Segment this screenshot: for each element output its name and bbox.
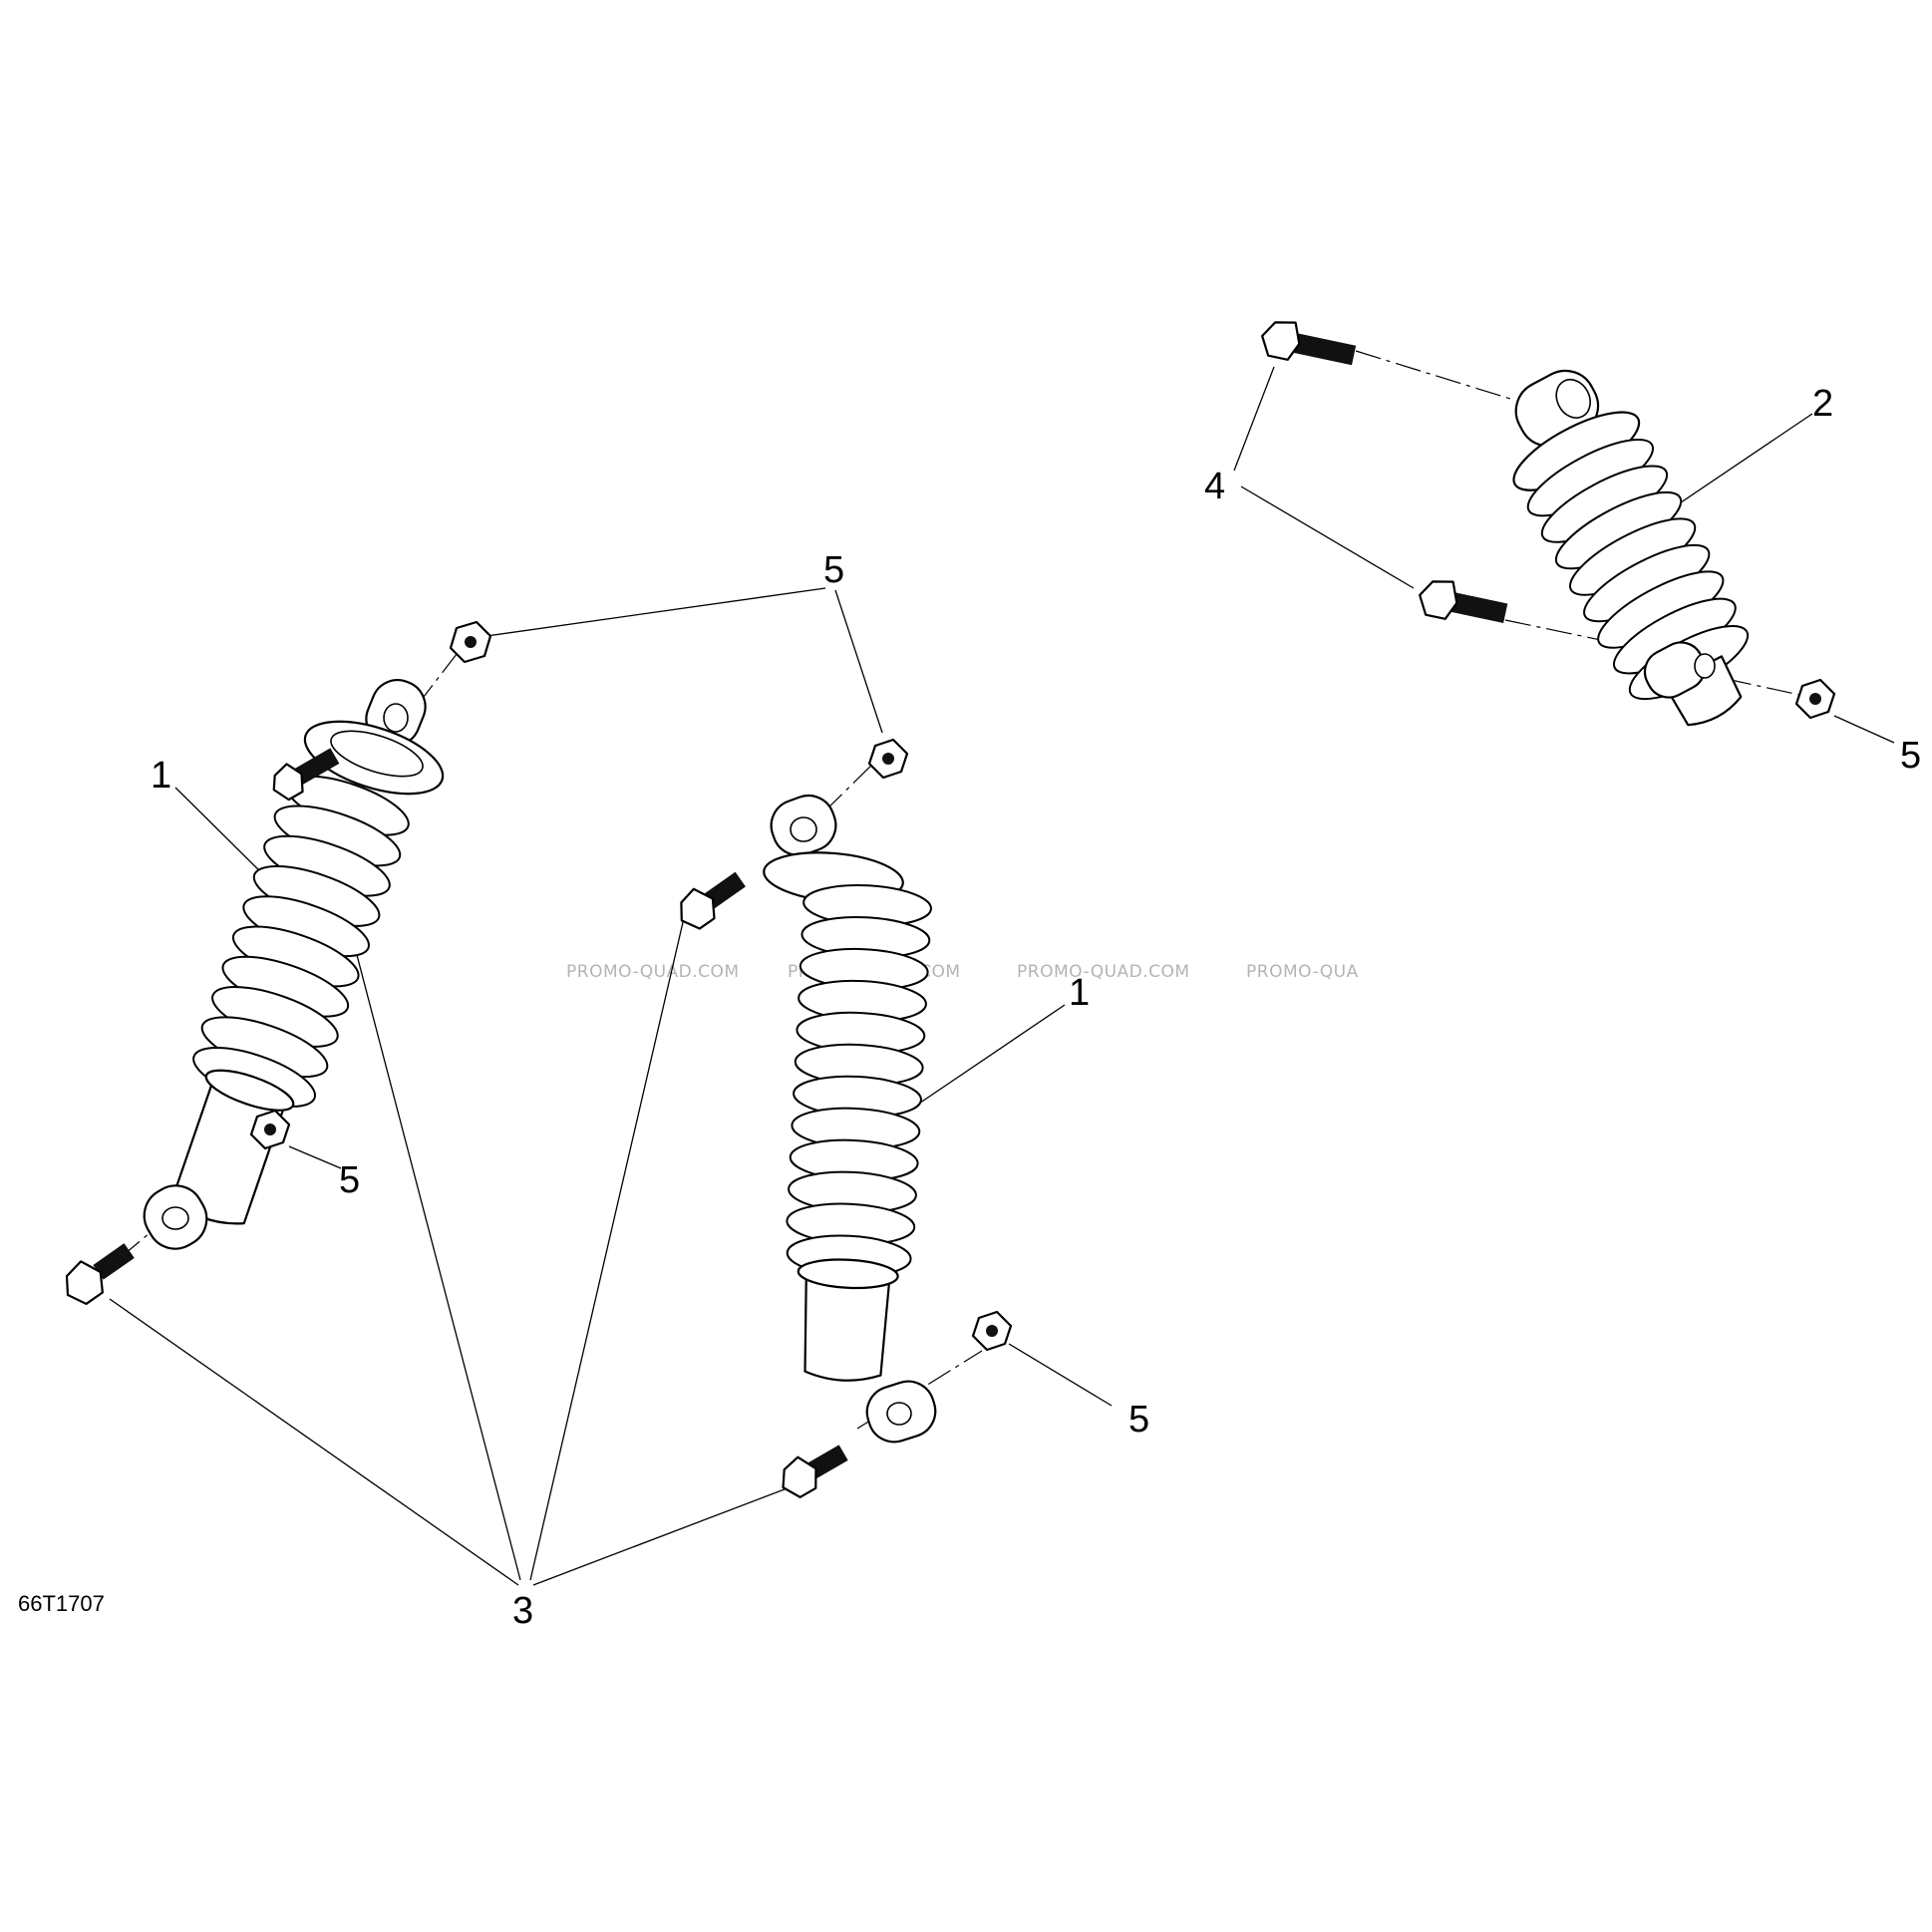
hardware-right <box>1261 321 1836 720</box>
bolt-head <box>1261 321 1301 361</box>
bolt-thread <box>704 871 746 909</box>
leader-1-middle <box>906 1004 1066 1113</box>
leader-5-right <box>1833 715 1895 744</box>
callout-labels: 1 1 2 3 4 5 5 5 5 <box>151 383 1921 1632</box>
watermark-text: PROMO-QUAD.COM <box>566 962 740 982</box>
leader-5-top-b <box>834 589 883 734</box>
hardware-middle <box>680 738 1013 1498</box>
axis-left-top <box>416 635 472 707</box>
leader-4-b <box>1240 485 1415 589</box>
nut-hole <box>264 1124 276 1135</box>
leader-5-middle <box>1008 1343 1113 1407</box>
lower-mount-hole <box>161 1206 189 1230</box>
bolt <box>272 748 340 802</box>
leader-1-left <box>174 787 272 883</box>
watermark-text: PROMO-QUAD.COM <box>1017 962 1190 982</box>
bolt-head <box>65 1260 104 1306</box>
bolt-thread <box>807 1445 848 1478</box>
callout-1-left: 1 <box>151 755 171 797</box>
leader-3-c <box>529 891 691 1581</box>
nut-hole <box>882 753 894 765</box>
shock-absorber-right <box>1512 369 1750 727</box>
shock-absorber-left <box>143 679 445 1250</box>
bolt <box>1419 580 1508 624</box>
shock-absorber-middle <box>763 794 937 1444</box>
axis-right-mid <box>1504 619 1616 644</box>
leader-4-a <box>1233 366 1275 472</box>
leader-3-a <box>109 1298 519 1586</box>
nut-hole <box>465 636 477 648</box>
leader-5-left <box>288 1145 342 1169</box>
bolt <box>65 1243 135 1306</box>
callout-5-top: 5 <box>823 549 844 591</box>
axis-right-top <box>1355 350 1511 400</box>
bolt-thread <box>1291 332 1357 366</box>
watermark-text: PROMO-QUA <box>1246 962 1359 982</box>
drawing-number: 66T1707 <box>18 1591 105 1616</box>
bolt-head <box>782 1455 817 1498</box>
upper-mount-hole <box>790 816 817 842</box>
callout-5-right: 5 <box>1900 735 1921 777</box>
leader-3-d <box>532 1486 791 1586</box>
callout-1-middle: 1 <box>1069 972 1090 1014</box>
leader-5-top-a <box>485 587 826 637</box>
bolt <box>782 1445 848 1498</box>
coil-spring <box>170 775 410 1225</box>
damper-body <box>804 1268 891 1382</box>
bolt-thread <box>1449 591 1508 624</box>
lower-mount-hole <box>1694 653 1716 679</box>
callout-5-middle: 5 <box>1128 1399 1149 1441</box>
bolt <box>680 871 746 930</box>
callout-2: 2 <box>1812 383 1833 425</box>
lower-spring-seat <box>204 1069 295 1112</box>
bolt-head <box>680 887 716 930</box>
nut-hole <box>1809 693 1821 705</box>
upper-spring-seat-inner <box>330 730 424 778</box>
damper-body <box>1664 655 1743 727</box>
bolt <box>1261 321 1357 366</box>
upper-mount-hole <box>1555 378 1591 419</box>
bolt-head <box>272 763 304 802</box>
bolt-thread <box>93 1243 135 1280</box>
upper-mount-hole <box>383 703 409 733</box>
hardware-left <box>65 620 492 1306</box>
lower-spring-seat <box>797 1258 899 1290</box>
bolt-thread <box>293 748 340 785</box>
callout-3: 3 <box>512 1590 533 1632</box>
lower-mount-hole <box>886 1402 912 1426</box>
callout-4: 4 <box>1204 466 1225 507</box>
watermark: PROMO-QUAD.COM PROMO-QUAD.COM PROMO-QUAD… <box>566 962 1359 982</box>
nut-hole <box>986 1325 998 1337</box>
callout-5-left: 5 <box>339 1159 360 1201</box>
axis-middle-top <box>822 757 880 813</box>
shock-body <box>1512 369 1750 727</box>
coil-spring <box>786 884 932 1382</box>
bolt-head <box>1419 580 1458 620</box>
